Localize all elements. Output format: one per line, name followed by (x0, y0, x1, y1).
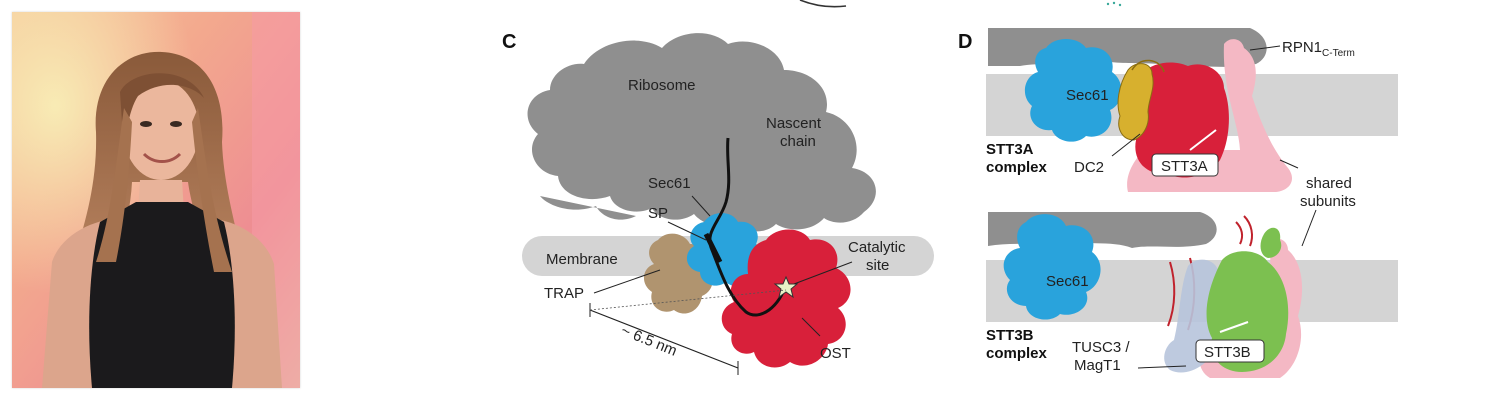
catalytic-leader (793, 261, 853, 285)
nascent-label-line1: Nascent (766, 115, 822, 132)
panel-c-letter: C (502, 31, 516, 53)
ost-diagram: C Ribosome Nascent chain Sec61 (502, 0, 1398, 378)
stt3b-label: STT3B (1204, 344, 1251, 361)
bottom-sec61-label: Sec61 (1046, 273, 1089, 290)
stt3a-complex-label-line1: STT3A (986, 141, 1034, 158)
shared-label-line1: shared (1306, 175, 1352, 192)
stt3a-label-box (1151, 153, 1219, 177)
sec61-leader (691, 195, 711, 217)
dc2-label: DC2 (1074, 159, 1104, 176)
panel-d-letter: D (958, 31, 972, 53)
membrane-label: Membrane (546, 251, 618, 268)
signal-peptide-bar (703, 232, 723, 264)
shared-leader-bottom (1301, 209, 1317, 247)
sec61-shape (686, 213, 764, 287)
shared-leader-top (1279, 159, 1299, 169)
arc-1 (1235, 221, 1244, 245)
panel-c: C Ribosome Nascent chain Sec61 (502, 31, 934, 375)
arc-3 (1167, 261, 1176, 327)
panel-d: D Sec61 STT3A complex DC2 STT3A (958, 28, 1398, 378)
distance-line (589, 309, 739, 369)
stt3b-complex-label-line1: STT3B (986, 327, 1034, 344)
stt3b-complex-label-line2: complex (986, 345, 1048, 362)
tusc3-label-line1: TUSC3 / (1072, 339, 1130, 356)
catalytic-label-line2: site (866, 257, 889, 274)
sp-label: SP (648, 205, 668, 222)
ost-leader (801, 317, 821, 337)
top-sec61-label: Sec61 (1066, 87, 1109, 104)
sp-leader (667, 221, 707, 241)
top-decoration-arc (799, 0, 847, 8)
stt3a-shape (1127, 62, 1229, 178)
distance-label: ~ 6.5 nm (619, 322, 680, 360)
ribosome-label: Ribosome (628, 77, 696, 94)
trap-label: TRAP (544, 285, 584, 302)
stt3a-complex-label-line2: complex (986, 159, 1048, 176)
arc-2 (1243, 215, 1253, 247)
sec61-label: Sec61 (648, 175, 691, 192)
tusc3-leader (1137, 365, 1187, 369)
catalytic-label-line1: Catalytic (848, 239, 906, 256)
trap-leader (593, 269, 661, 294)
shared-label-line2: subunits (1300, 193, 1356, 210)
dc2-shape (1117, 63, 1154, 141)
ost-label: OST (820, 345, 851, 362)
ribosome-shape (527, 33, 876, 232)
dc2-leader (1111, 133, 1141, 157)
rpn1-label: RPN1C-Term (1282, 39, 1355, 59)
bottom-sec61-shape (1003, 214, 1101, 320)
rpn1-leader (1249, 45, 1281, 51)
stt3b-top-lobe (1260, 227, 1282, 258)
stt3a-label: STT3A (1161, 158, 1208, 175)
tusc3-label-line2: MagT1 (1074, 357, 1121, 374)
portrait-photo-frame (12, 12, 300, 388)
distance-guide (589, 289, 787, 311)
stt3a-subpanel: Sec61 STT3A complex DC2 STT3A RPN1C-Term (986, 28, 1398, 192)
portrait-photo (12, 12, 300, 388)
stt3b-subpanel: Sec61 STT3B complex TUSC3 / MagT1 STT3B (986, 212, 1398, 378)
nascent-label-line2: chain (780, 133, 816, 150)
top-sec61-shape (1024, 39, 1122, 142)
stt3b-label-box (1195, 339, 1265, 363)
ost-shape (721, 229, 851, 368)
